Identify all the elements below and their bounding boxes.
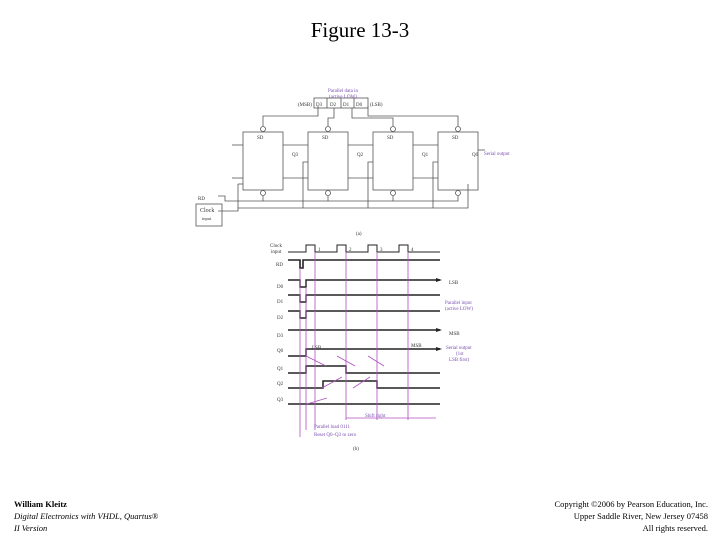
flip-flop-0: [437, 131, 479, 191]
svg-text:D3: D3: [316, 103, 323, 108]
parallel-in-label: Parallel data in: [328, 89, 358, 94]
svg-text:Q3: Q3: [292, 153, 299, 158]
svg-text:Parallel input: Parallel input: [445, 301, 472, 306]
rd-label: RD: [198, 197, 205, 202]
svg-text:Clock: Clock: [200, 208, 214, 214]
svg-text:input: input: [202, 216, 212, 221]
svg-text:D2: D2: [277, 316, 284, 321]
svg-text:4: 4: [411, 248, 414, 253]
svg-text:LSB: LSB: [312, 346, 322, 351]
svg-text:D1: D1: [277, 300, 284, 305]
svg-text:Q1: Q1: [422, 153, 429, 158]
svg-text:RD: RD: [276, 263, 283, 268]
svg-text:2: 2: [349, 248, 352, 253]
svg-text:LSB first): LSB first): [449, 358, 469, 363]
copyright-line2: Upper Saddle River, New Jersey 07458: [573, 511, 708, 521]
svg-text:(active LOW): (active LOW): [445, 307, 473, 312]
svg-text:(active LOW): (active LOW): [329, 95, 357, 100]
flip-flop-3: [242, 131, 284, 191]
d2-waveform: [288, 310, 440, 319]
svg-text:Serial output: Serial output: [446, 346, 472, 351]
msb-label: (MSB): [298, 103, 312, 108]
svg-text:SD: SD: [257, 136, 264, 141]
sd-bubble-0: [455, 126, 461, 132]
d0-waveform: [288, 279, 440, 288]
svg-text:MSB: MSB: [449, 332, 460, 337]
svg-text:Q0: Q0: [277, 349, 284, 354]
svg-text:MSB: MSB: [411, 344, 422, 349]
sd-bubble-3: [260, 126, 266, 132]
svg-text:D0: D0: [356, 103, 363, 108]
q1-waveform: [288, 365, 440, 374]
footer-left: William Kleitz Digital Electronics with …: [14, 498, 158, 534]
svg-text:D0: D0: [277, 285, 284, 290]
svg-text:SD: SD: [322, 136, 329, 141]
q2-waveform: [288, 380, 440, 389]
svg-text:SD: SD: [387, 136, 394, 141]
svg-text:Clock: Clock: [270, 244, 282, 249]
serial-output-label: Serial output: [484, 152, 510, 157]
clock-waveform: [288, 244, 440, 253]
svg-text:LSB: LSB: [449, 281, 459, 286]
d1-waveform: [288, 294, 440, 303]
footer-right: Copyright ©2006 by Pearson Education, In…: [554, 498, 708, 534]
book-title-line2: II Version: [14, 523, 48, 533]
svg-text:(1st: (1st: [456, 352, 464, 357]
book-title-line1: Digital Electronics with VHDL, Quartus®: [14, 511, 159, 521]
lsb-label: (LSB): [370, 103, 383, 108]
svg-text:(b): (b): [353, 447, 359, 452]
copyright-line3: All rights reserved.: [642, 523, 708, 533]
svg-text:Q3: Q3: [277, 398, 284, 403]
svg-text:Q1: Q1: [277, 367, 284, 372]
rd-waveform: [288, 259, 440, 269]
sd-bubble-2: [325, 126, 331, 132]
svg-text:D2: D2: [330, 103, 337, 108]
q0-waveform: [288, 348, 440, 357]
slide-title: Figure 13-3: [310, 18, 410, 42]
svg-text:Q2: Q2: [277, 382, 284, 387]
svg-text:Shift right: Shift right: [365, 414, 386, 419]
flip-flop-2: [307, 131, 349, 191]
copyright-line1: Copyright ©2006 by Pearson Education, In…: [554, 499, 708, 509]
svg-text:1: 1: [318, 248, 321, 253]
sd-bubble-1: [390, 126, 396, 132]
svg-text:D3: D3: [277, 334, 284, 339]
svg-text:3: 3: [380, 248, 383, 253]
svg-text:Reset Q0–Q3 to zero: Reset Q0–Q3 to zero: [314, 433, 357, 438]
svg-text:Q0: Q0: [472, 153, 479, 158]
svg-text:Q2: Q2: [357, 153, 364, 158]
svg-text:D1: D1: [343, 103, 350, 108]
svg-text:SD: SD: [452, 136, 459, 141]
flip-flop-1: [372, 131, 414, 191]
svg-text:Parallel load 0111: Parallel load 0111: [314, 425, 351, 430]
author-name: William Kleitz: [14, 499, 67, 509]
svg-text:input: input: [271, 250, 282, 255]
svg-text:(a): (a): [356, 232, 362, 237]
clock-input-box: [195, 203, 223, 227]
